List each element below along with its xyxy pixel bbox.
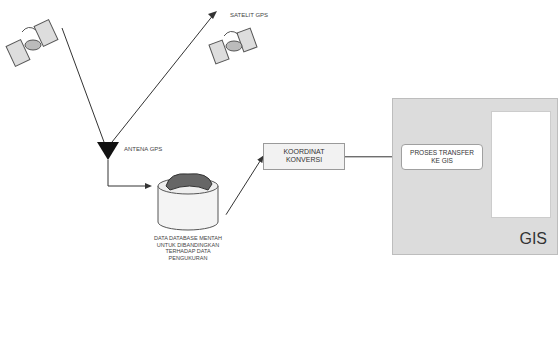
process-box: KOORDINAT KONVERSI [263,143,345,170]
database-caption: DATA DATABASE MENTAH UNTUK DIBANDINGKAN … [150,235,226,261]
antenna-label: ANTENA GPS [124,146,162,152]
cylinder-outline [150,168,226,232]
signal-line [62,28,104,142]
signal-line [112,14,214,142]
satellite-icon [209,28,257,64]
satellite-label: SATELIT GPS [230,12,268,18]
screen-area [491,111,551,218]
gis-panel: GIS PROSES TRANSFER KE GIS [392,98,558,255]
database-cylinder: DATA DATABASE MENTAH UNTUK DIBANDINGKAN … [150,168,226,261]
antenna-wire [108,160,148,186]
signal-arrowhead [208,11,217,19]
antenna-symbol [97,142,119,160]
box-label: PROSES TRANSFER KE GIS [407,149,477,165]
process-box: PROSES TRANSFER KE GIS [401,144,483,170]
connector-arrow [226,156,263,214]
panel-title: GIS [519,229,547,248]
satellite-icon [6,20,58,67]
antenna-arrowhead [145,183,152,189]
box-label: KOORDINAT KONVERSI [269,148,339,165]
